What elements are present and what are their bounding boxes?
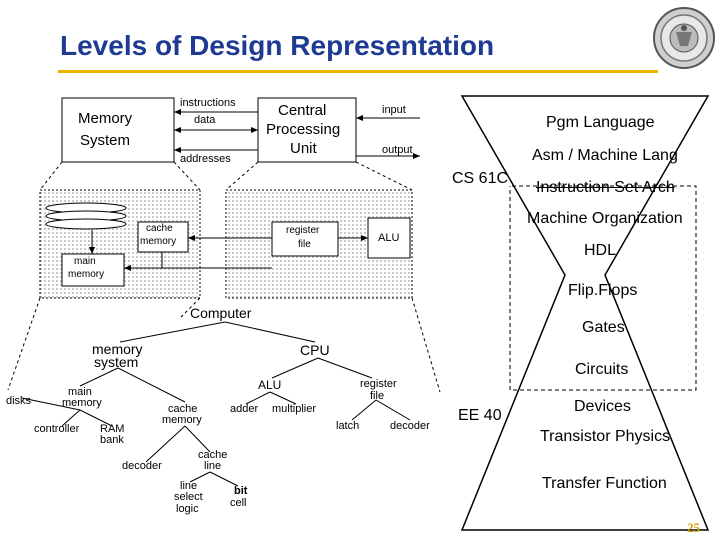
- tree-main-memory-2: memory: [62, 397, 102, 409]
- tree-cache-line-2: line: [204, 460, 222, 472]
- tree-cache-memory-2: memory: [162, 414, 202, 426]
- main-memory-label-2: memory: [68, 269, 105, 280]
- cs61c-label: CS 61C: [452, 170, 509, 187]
- tree-cpu: CPU: [300, 342, 330, 358]
- tree-disks: disks: [6, 395, 32, 407]
- level-instruction-set-arch: Instruction Set Arch: [536, 179, 675, 196]
- register-file-label-1: register: [286, 225, 320, 236]
- main-memory-label-1: main: [74, 256, 96, 267]
- tree-main-memory-1: main: [68, 386, 92, 398]
- tree-bit-cell-1: bit: [234, 485, 248, 497]
- level-machine-organization: Machine Organization: [527, 210, 683, 227]
- level-devices: Devices: [574, 398, 631, 415]
- cache-label-2: memory: [140, 236, 177, 247]
- output-label: output: [382, 144, 413, 156]
- cpu-label-2: Processing: [266, 121, 341, 138]
- level-circuits: Circuits: [575, 361, 629, 378]
- tree-line-select-2: select: [174, 491, 203, 503]
- tree-alu: ALU: [258, 378, 282, 392]
- tree-latch: latch: [336, 420, 360, 432]
- tree-line-select-3: logic: [176, 503, 199, 515]
- tree-computer: Computer: [190, 305, 252, 321]
- title-underline: [58, 70, 658, 73]
- course-range-bracket: [509, 185, 697, 391]
- level-gates: Gates: [582, 319, 625, 336]
- cpu-label-3: Unit: [290, 140, 317, 157]
- level-pgm-language: Pgm Language: [546, 114, 655, 131]
- level-transfer-function: Transfer Function: [542, 475, 667, 492]
- memory-system-label-2: System: [80, 132, 131, 149]
- tree-register-file-1: register: [360, 378, 397, 390]
- page-number: 25: [687, 520, 700, 535]
- level-asm-machine-lang: Asm / Machine Lang: [532, 147, 678, 164]
- tree-ram-bank-1: RAM: [100, 423, 125, 435]
- register-file-label-2: file: [298, 239, 311, 250]
- tree-bit-cell-2: cell: [230, 497, 247, 509]
- addresses-label: addresses: [180, 153, 231, 165]
- tree-decoder-left: decoder: [122, 460, 162, 472]
- tree-controller: controller: [34, 423, 80, 435]
- ee40-label: EE 40: [458, 407, 502, 424]
- alu-label: ALU: [378, 232, 400, 244]
- level-hdl: HDL: [584, 242, 617, 259]
- memory-system-label-1: Memory: [78, 110, 133, 127]
- university-seal-logo: [653, 7, 715, 69]
- tree-cache-line-1: cache: [198, 449, 228, 461]
- tree-line-select-1: line: [180, 480, 198, 492]
- cache-label-1: cache: [146, 223, 173, 234]
- level-flip-flops: Flip.Flops: [568, 282, 638, 299]
- tree-register-file-2: file: [370, 390, 385, 402]
- slide-title: Levels of Design Representation: [60, 30, 495, 61]
- data-label: data: [194, 114, 216, 126]
- tree-memory-system-2: system: [94, 354, 139, 370]
- cpu-label-1: Central: [278, 102, 327, 119]
- input-label: input: [382, 104, 406, 116]
- level-transistor-physics: Transistor Physics: [540, 428, 671, 445]
- cpu-box: [257, 97, 357, 163]
- tree-decoder-right: decoder: [390, 420, 430, 432]
- instructions-label: instructions: [180, 97, 236, 109]
- tree-memory-system-1: memory: [92, 341, 143, 357]
- tree-cache-memory-1: cache: [168, 403, 198, 415]
- tree-multiplier: multiplier: [272, 403, 317, 415]
- hourglass-shape: [460, 95, 710, 531]
- memory-system-box: [61, 97, 175, 163]
- tree-ram-bank-2: bank: [100, 434, 124, 446]
- tree-adder: adder: [230, 403, 259, 415]
